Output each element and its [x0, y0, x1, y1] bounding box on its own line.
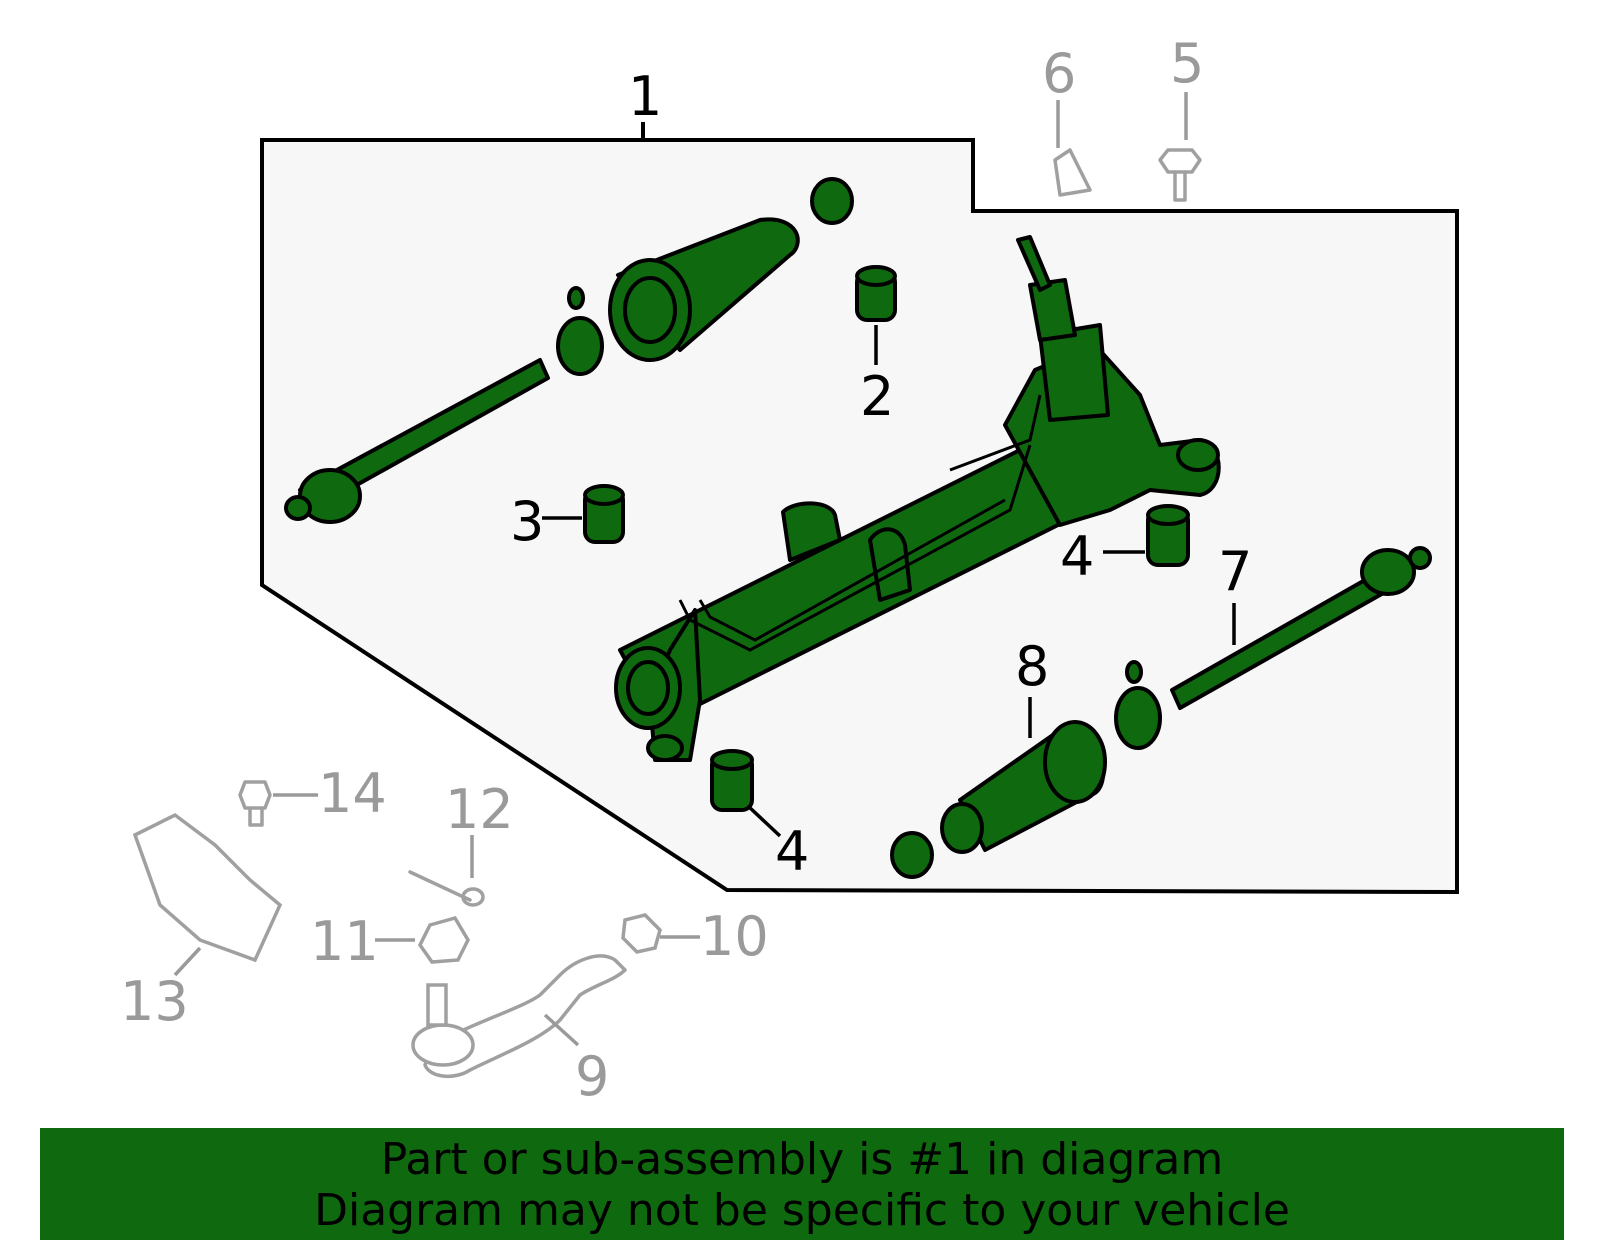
clip-6[interactable]: [1053, 148, 1092, 197]
bolt-14[interactable]: [238, 780, 272, 827]
shield-13[interactable]: [132, 812, 283, 963]
leaders: [173, 92, 1236, 1047]
nut-11[interactable]: [417, 915, 470, 964]
callout-2: 2: [860, 365, 894, 428]
left-boot[interactable]: [608, 217, 800, 362]
left-clamp[interactable]: [556, 177, 854, 376]
outer-tie-rod-end-9[interactable]: [411, 954, 627, 1078]
callout-3: 3: [510, 490, 544, 553]
callout-14: 14: [318, 762, 387, 825]
callout-11: 11: [310, 910, 379, 973]
nut-10[interactable]: [621, 913, 662, 954]
callout-8: 8: [1015, 635, 1049, 698]
cotter-pin-12[interactable]: [408, 870, 485, 907]
callout-7: 7: [1218, 540, 1252, 603]
callout-5: 5: [1170, 32, 1204, 95]
bushing-2[interactable]: [855, 265, 897, 322]
banner-line-1: Part or sub-assembly is #1 in diagram: [380, 1134, 1224, 1185]
steering-rack-housing[interactable]: [614, 235, 1221, 762]
callout-9: 9: [575, 1045, 609, 1108]
right-inner-tie-rod[interactable]: [1170, 546, 1432, 710]
left-inner-tie-rod[interactable]: [284, 358, 550, 524]
bushing-4-bottom[interactable]: [710, 749, 754, 812]
right-clamp[interactable]: [890, 660, 1162, 879]
callout-13: 13: [120, 970, 189, 1033]
callout-4-bottom: 4: [775, 820, 809, 883]
right-boot[interactable]: [940, 720, 1107, 854]
callout-12: 12: [445, 778, 514, 841]
callout-6: 6: [1042, 42, 1076, 105]
bushing-4-right[interactable]: [1146, 504, 1190, 567]
assembly-region: [260, 138, 1459, 895]
banner-line-2: Diagram may not be specific to your vehi…: [314, 1185, 1290, 1236]
callout-4-right: 4: [1060, 525, 1094, 588]
bushing-3[interactable]: [583, 484, 625, 544]
callout-10: 10: [700, 905, 769, 968]
callout-1: 1: [628, 65, 662, 128]
disclaimer-banner: Part or sub-assembly is #1 in diagram Di…: [40, 1128, 1564, 1240]
bolt-5[interactable]: [1158, 148, 1202, 202]
